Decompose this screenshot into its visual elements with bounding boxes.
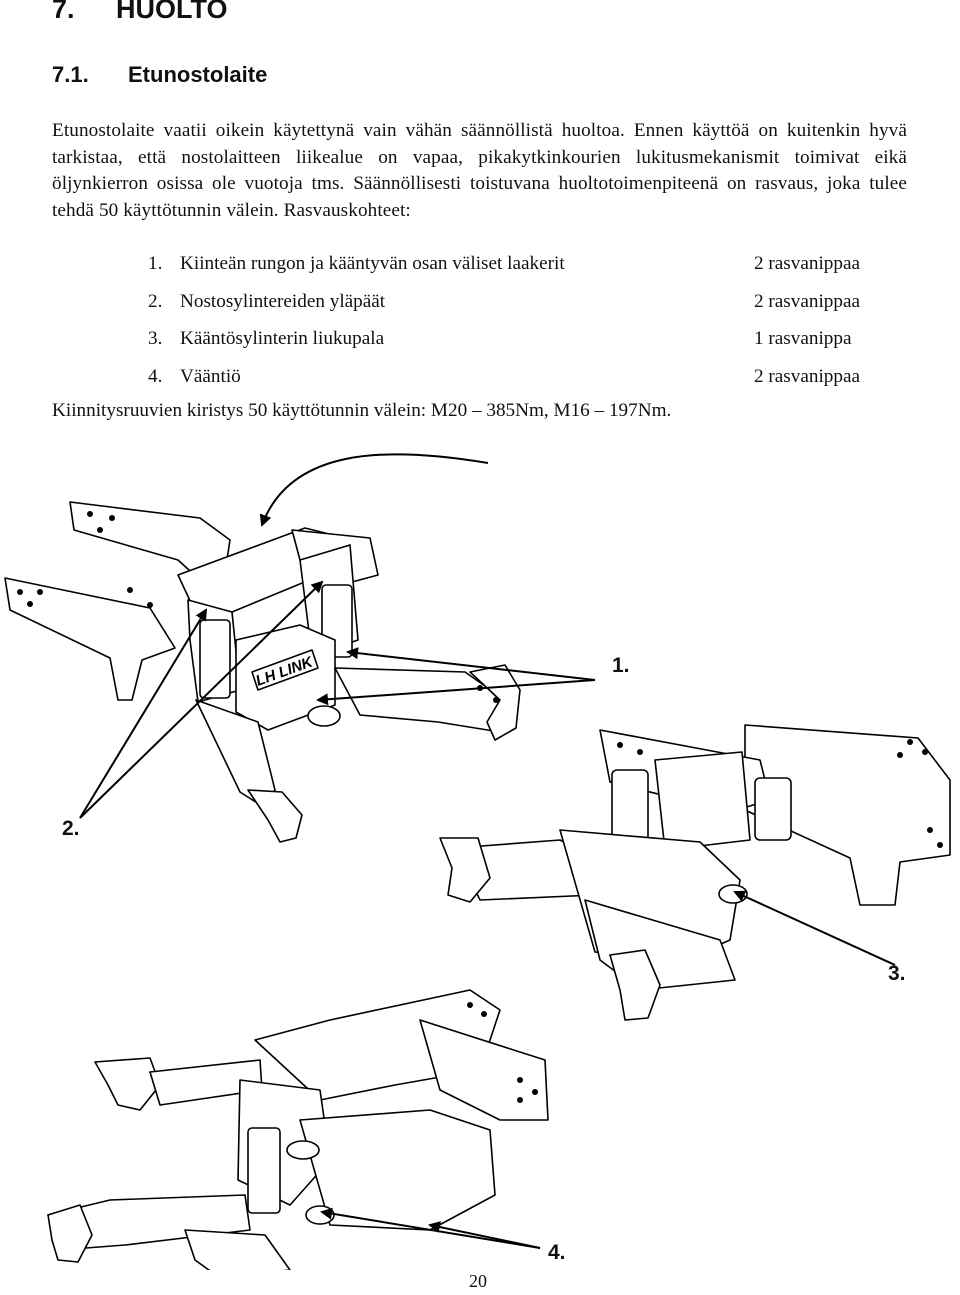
grease-point-list: 1. Kiinteän rungon ja kääntyvän osan väl… [148, 250, 908, 400]
linkage-illustration: LH LINK [0, 440, 960, 1279]
section-heading: 7. HUOLTO [52, 0, 228, 25]
arrow-2b [79, 580, 324, 819]
intro-paragraph: Etunostolaite vaatii oikein käytettynä v… [52, 120, 907, 221]
list-item: 4. Vääntiö 2 rasvanippaa [148, 363, 908, 401]
list-item-quantity: 1 rasvanippa [754, 328, 852, 349]
subsection-title: Etunostolaite [128, 62, 268, 87]
callout-1: 1. [612, 654, 630, 677]
page-number: 20 [469, 1271, 487, 1291]
arrow-3 [733, 890, 896, 966]
list-item-number: 1. [148, 253, 163, 274]
list-item: 1. Kiinteän rungon ja kääntyvän osan väl… [148, 250, 908, 288]
callout-2: 2. [62, 817, 80, 840]
list-item-quantity: 2 rasvanippaa [754, 365, 861, 387]
arrow-1b [316, 679, 596, 706]
front-linkage-view-top: LH LINK [4, 501, 521, 843]
list-item-text: Vääntiö [180, 365, 241, 387]
list-item: 2. Nostosylintereiden yläpäät 2 rasvanip… [148, 288, 908, 326]
list-item-quantity: 2 rasvanippaa [754, 290, 861, 312]
torque-note: Kiinnitysruuvien kiristys 50 käyttötunni… [52, 400, 672, 421]
arrow-2a [79, 608, 208, 819]
callout-3: 3. [888, 962, 906, 985]
arrow-to-top-point [259, 453, 489, 527]
front-linkage-view-middle [439, 724, 951, 1021]
arrow-4b [320, 1207, 541, 1249]
list-item-text: Kääntösylinterin liukupala [180, 328, 385, 349]
list-item: 3. Kääntösylinterin liukupala 1 rasvanip… [148, 325, 908, 363]
front-linkage-view-bottom [47, 989, 549, 1279]
linkage-drawing: LH LINK [4, 453, 951, 1279]
list-item-quantity: 2 rasvanippaa [754, 253, 861, 274]
arrow-1a [346, 647, 596, 681]
callout-4: 4. [548, 1241, 566, 1264]
section-title: HUOLTO [116, 0, 228, 24]
callout-arrows [79, 453, 896, 1249]
list-item-text: Kiinteän rungon ja kääntyvän osan välise… [180, 253, 565, 274]
list-item-number: 2. [148, 290, 163, 312]
subsection-heading: 7.1. Etunostolaite [52, 62, 267, 88]
section-number: 7. [52, 0, 75, 24]
list-item-number: 3. [148, 328, 163, 349]
list-item-text: Nostosylintereiden yläpäät [180, 290, 386, 312]
list-item-number: 4. [148, 365, 163, 387]
subsection-number: 7.1. [52, 62, 89, 87]
